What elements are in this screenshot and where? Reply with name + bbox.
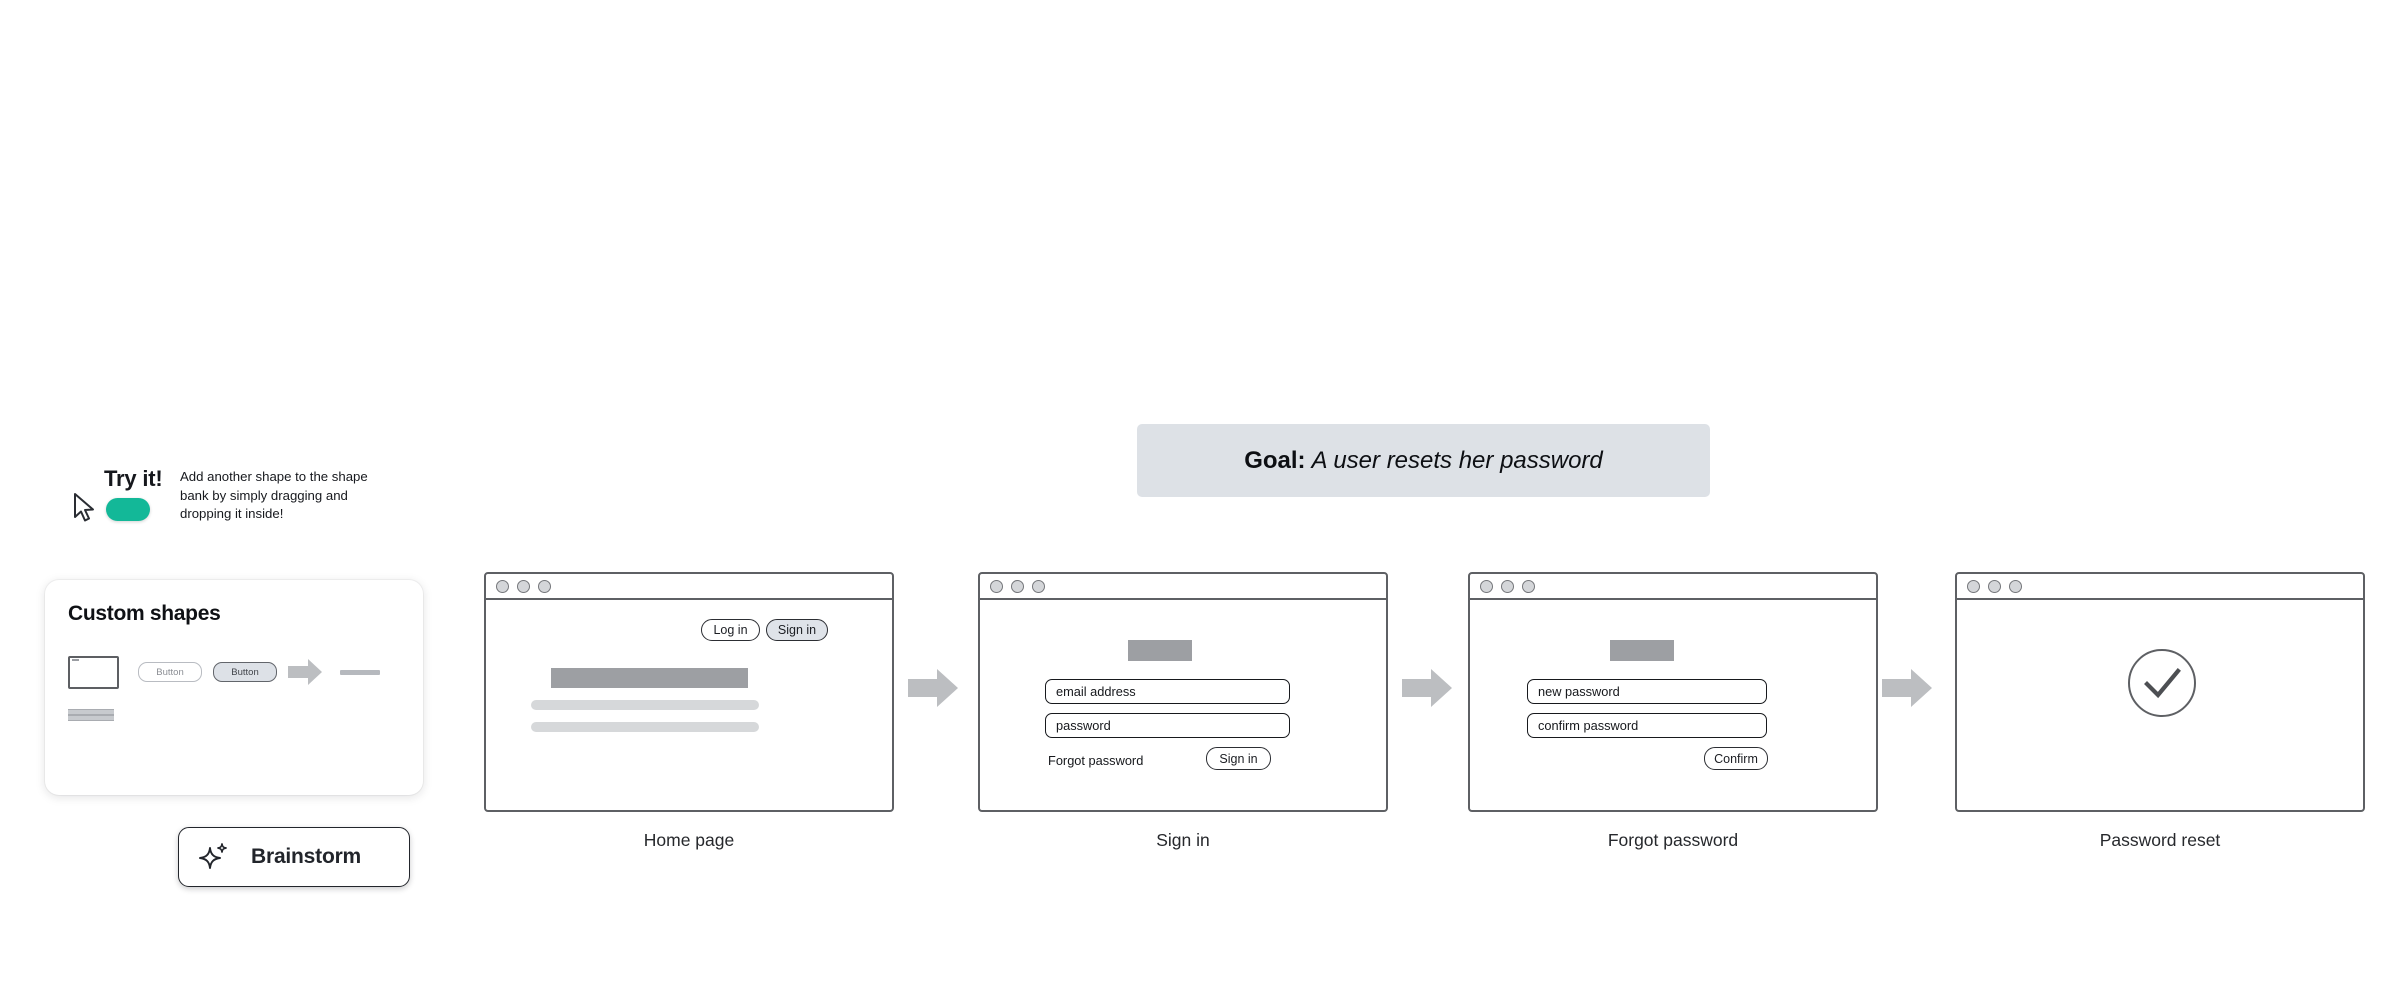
window-titlebar [486, 574, 892, 600]
window-titlebar [1470, 574, 1876, 600]
password-field[interactable]: password [1045, 713, 1290, 738]
user-flow-diagram: Log in Sign in Home page email address p… [0, 572, 2400, 872]
goal-statement: A user resets her password [1311, 446, 1603, 474]
sparkle-icon [199, 843, 227, 869]
frame-home-page: Log in Sign in Home page [484, 572, 894, 850]
window-body [1957, 600, 2363, 810]
panel-title: Custom shapes [68, 602, 221, 625]
window-dot-minimize-icon[interactable] [1501, 579, 1514, 593]
window-dot-close-icon[interactable] [990, 579, 1003, 593]
new-password-field[interactable]: new password [1527, 679, 1767, 704]
window-dot-maximize-icon[interactable] [2009, 579, 2022, 593]
frame-caption: Forgot password [1607, 830, 1739, 850]
frame-caption: Home page [643, 830, 735, 850]
window-dot-maximize-icon[interactable] [538, 579, 551, 593]
signin-button[interactable]: Sign in [1206, 747, 1271, 770]
window-body: email address password Forgot password S… [980, 600, 1386, 810]
frame-caption: Password reset [2099, 830, 2221, 850]
frame-sign-in: email address password Forgot password S… [978, 572, 1388, 850]
flow-arrow-3-icon [1882, 669, 1932, 707]
goal-banner: Goal:A user resets her password [1137, 424, 1710, 497]
confirm-password-field[interactable]: confirm password [1527, 713, 1767, 738]
line-shape[interactable] [340, 669, 380, 675]
wireframe-window: Log in Sign in [484, 572, 894, 812]
wireframe-window [1955, 572, 2365, 812]
cursor-pointer-icon [74, 493, 94, 522]
shape-bank-row-2 [68, 698, 114, 732]
arrow-shape[interactable] [288, 658, 322, 686]
window-body: Log in Sign in [486, 600, 892, 810]
window-dot-maximize-icon[interactable] [1522, 579, 1535, 593]
window-dot-minimize-icon[interactable] [1011, 579, 1024, 593]
wireframe-window: email address password Forgot password S… [978, 572, 1388, 812]
flow-arrow-2-icon [1402, 669, 1452, 707]
check-circle-icon [2128, 649, 2196, 717]
confirm-button[interactable]: Confirm [1704, 747, 1768, 770]
signin-button[interactable]: Sign in [766, 619, 828, 641]
frame-caption: Sign in [1156, 830, 1210, 850]
login-button[interactable]: Log in [701, 619, 760, 641]
window-titlebar [1957, 574, 2363, 600]
logo-block [1610, 640, 1674, 661]
flow-arrow-1-icon [908, 669, 958, 707]
window-dot-minimize-icon[interactable] [1988, 579, 2001, 593]
goal-text: Goal:A user resets her password [1244, 447, 1603, 475]
window-dot-minimize-icon[interactable] [517, 579, 530, 593]
forgot-password-link[interactable]: Forgot password [1048, 753, 1144, 768]
window-body: new password confirm password Confirm [1470, 600, 1876, 810]
button-filled-shape[interactable]: Button [213, 662, 277, 682]
shape-bank-row-1: Button Button [68, 655, 380, 689]
try-it-title: Try it! [104, 466, 163, 491]
window-shape[interactable] [68, 655, 119, 689]
custom-shapes-panel: Custom shapes Button Button [45, 580, 423, 795]
text-line-2 [531, 722, 759, 732]
text-line-1 [531, 700, 759, 710]
try-it-description: Add another shape to the shape bank by s… [180, 469, 368, 522]
window-titlebar [980, 574, 1386, 600]
logo-block [1128, 640, 1192, 661]
try-it-callout: Try it! Add another shape to the shape b… [72, 466, 402, 536]
stacked-lines-shape[interactable] [68, 709, 114, 721]
window-dot-close-icon[interactable] [1967, 579, 1980, 593]
window-dot-maximize-icon[interactable] [1032, 579, 1045, 593]
button-ghost-shape[interactable]: Button [138, 662, 202, 682]
frame-password-reset: Password reset [1955, 572, 2365, 850]
window-dot-close-icon[interactable] [1480, 579, 1493, 593]
brainstorm-button[interactable]: Brainstorm [178, 827, 410, 887]
brainstorm-label: Brainstorm [251, 845, 362, 868]
goal-label: Goal: [1244, 446, 1306, 474]
frame-forgot-password: new password confirm password Confirm Fo… [1468, 572, 1878, 850]
try-it-toggle[interactable] [106, 498, 150, 521]
hero-block [551, 668, 748, 688]
wireframe-window: new password confirm password Confirm [1468, 572, 1878, 812]
email-address-field[interactable]: email address [1045, 679, 1290, 704]
window-dot-close-icon[interactable] [496, 579, 509, 593]
